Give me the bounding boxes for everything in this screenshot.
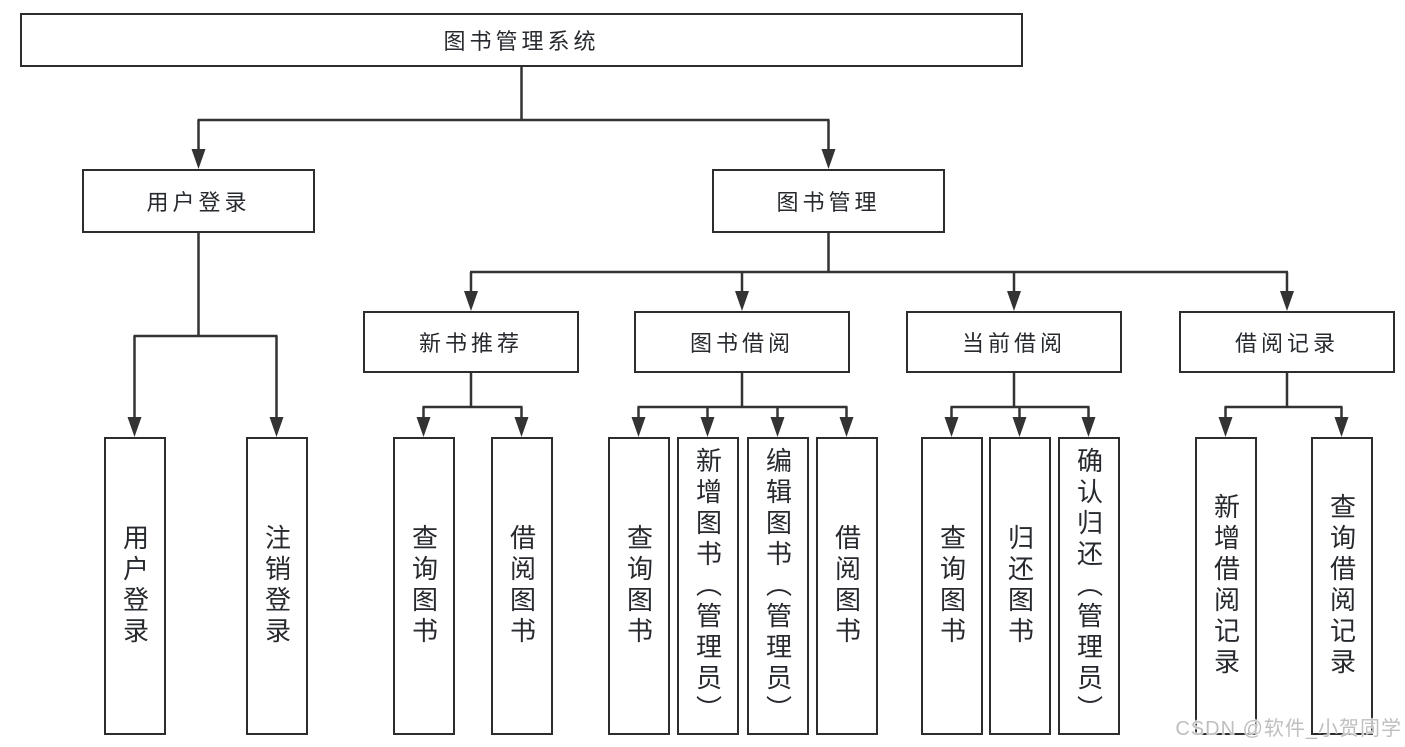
leaf-add-borrow-record: 新增借阅记录	[1194, 437, 1257, 735]
node-book-management: 图书管理	[712, 169, 945, 233]
node-library-management-system: 图书管理系统	[20, 13, 1023, 67]
leaf-query-books-recommend: 查询图书	[392, 437, 455, 735]
node-borrow-records: 借阅记录	[1179, 311, 1395, 373]
node-new-book-recommend: 新书推荐	[363, 311, 579, 373]
leaf-add-book-admin: 新增图书（管理员）	[676, 437, 739, 735]
watermark: CSDN @软件_小贺同学	[1175, 718, 1402, 740]
leaf-query-borrow-record: 查询借阅记录	[1310, 437, 1373, 735]
leaf-borrow-books-recommend: 借阅图书	[490, 437, 553, 735]
leaf-confirm-return-admin: 确认归还（管理员）	[1057, 437, 1120, 735]
leaf-edit-book-admin: 编辑图书（管理员）	[746, 437, 809, 735]
leaf-borrow-books: 借阅图书	[815, 437, 878, 735]
leaf-logout: 注销登录	[245, 437, 308, 735]
leaf-query-books-current: 查询图书	[920, 437, 983, 735]
node-user-login-module: 用户登录	[82, 169, 315, 233]
node-book-borrow: 图书借阅	[634, 311, 850, 373]
leaf-query-books-borrow: 查询图书	[607, 437, 670, 735]
leaf-return-book: 归还图书	[988, 437, 1051, 735]
node-current-borrow: 当前借阅	[906, 311, 1122, 373]
leaf-user-login: 用户登录	[103, 437, 166, 735]
